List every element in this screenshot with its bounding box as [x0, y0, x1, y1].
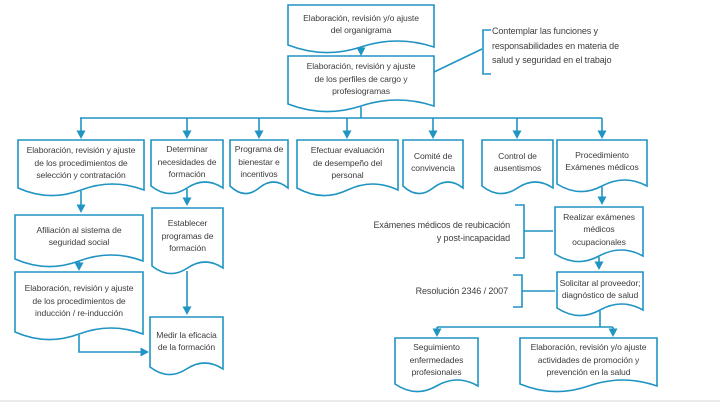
document-shape — [556, 139, 648, 193]
arrowhead-icon — [182, 197, 192, 206]
arrowhead-icon — [76, 204, 86, 213]
document-shape — [296, 139, 399, 197]
document-shape — [229, 139, 289, 195]
arrowhead-icon — [182, 306, 192, 315]
document-shape — [287, 55, 435, 113]
document-shape — [14, 214, 144, 268]
document-shape — [151, 207, 224, 275]
annotation-contemplar: Contemplar las funciones y responsabilid… — [492, 26, 619, 65]
bracket — [482, 29, 491, 75]
arrowhead-icon — [74, 262, 84, 271]
bracket — [513, 274, 523, 308]
annotation-reubicacion: Exámenes médicos de reubicación y post-i… — [373, 220, 511, 243]
arrowhead-icon — [342, 130, 352, 139]
document-shape — [150, 139, 224, 195]
arrowhead-icon — [140, 347, 149, 357]
document-shape — [149, 316, 224, 376]
arrowhead-icon — [597, 130, 607, 139]
arrowhead-icon — [428, 130, 438, 139]
document-shape — [556, 271, 644, 317]
arrowhead-icon — [597, 196, 607, 205]
arrowhead-icon — [254, 130, 264, 139]
annotation-resolucion: Resolución 2346 / 2007 — [415, 286, 508, 296]
bracket — [515, 204, 525, 259]
arrowhead-icon — [356, 47, 366, 56]
document-shape — [14, 271, 144, 341]
document-shape — [17, 139, 145, 197]
arrowhead-icon — [182, 130, 192, 139]
arrowhead-icon — [594, 261, 604, 270]
document-shape — [519, 337, 658, 393]
document-shape — [394, 337, 479, 393]
document-shape — [481, 139, 554, 195]
arrowhead-icon — [432, 328, 442, 337]
arrowhead-icon — [608, 328, 618, 337]
arrowhead-icon — [512, 130, 522, 139]
arrowhead-icon — [76, 130, 86, 139]
leader-line — [433, 48, 483, 73]
elbow-connector — [78, 335, 141, 353]
document-shape — [554, 206, 644, 263]
page-edge-line — [0, 400, 720, 402]
document-shape — [402, 139, 464, 195]
document-shape — [287, 4, 435, 54]
